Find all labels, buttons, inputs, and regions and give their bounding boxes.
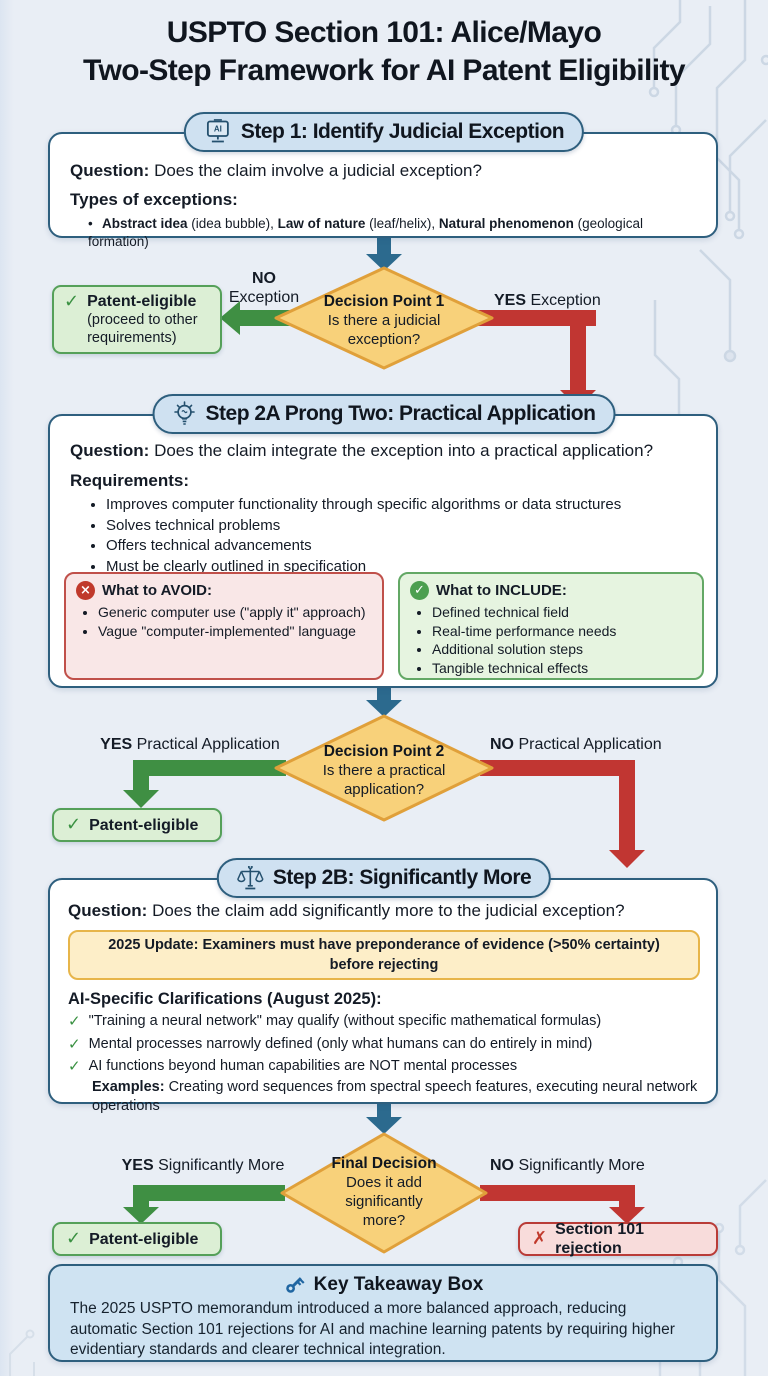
list-item: Solves technical problems: [106, 516, 696, 537]
list-item: Defined technical field: [432, 603, 694, 622]
include-box: ✓ What to INCLUDE: Defined technical fie…: [398, 572, 704, 680]
avoid-list: Generic computer use ("apply it" approac…: [98, 603, 374, 640]
key-icon: [285, 1277, 305, 1293]
bullet-glyph: •: [88, 216, 93, 231]
blue-arrow-step1-to-decision1: [366, 237, 402, 271]
blue-arrow-step2b-to-final: [366, 1103, 402, 1134]
decision1-label: Decision Point 1 Is there a judicial exc…: [323, 293, 445, 348]
check-icon: ✓: [68, 1057, 81, 1075]
clarification-item: ✓ Mental processes narrowly defined (onl…: [68, 1034, 593, 1053]
patent-eligible-box-1: ✓ Patent-eligible (proceed to other requ…: [52, 285, 222, 354]
balance-scale-icon: [237, 865, 264, 889]
final-yes-label: YES Significantly More: [121, 1157, 285, 1174]
clarification-item: ✓ "Training a neural network" may qualif…: [68, 1012, 602, 1030]
circuit-decoration-bottom-left: [9, 1329, 35, 1376]
list-item: Tangible technical effects: [432, 659, 694, 678]
step2b-header: Step 2B: Significantly More: [216, 858, 552, 898]
update-2025-note: 2025 Update: Examiners must have prepond…: [68, 930, 700, 980]
requirements-label: Requirements:: [70, 471, 190, 490]
examples-line: Examples: Creating word sequences from s…: [92, 1078, 698, 1115]
step2a-header: Step 2A Prong Two: Practical Application: [152, 394, 616, 434]
decision1-diamond: [274, 266, 494, 370]
step1-header-label: Step 1: Identify Judicial Exception: [240, 120, 565, 143]
page-title-line2: Two-Step Framework for AI Patent Eligibi…: [82, 54, 686, 87]
cross-circle-icon: ×: [76, 581, 95, 600]
final-decision-label: Final Decision Does it add significantly…: [331, 1155, 437, 1229]
decision2-no-label: NO Practical Application: [490, 736, 662, 753]
check-icon: ✓: [66, 814, 82, 835]
blue-arrow-step2a-to-decision2: [366, 687, 402, 717]
step2a-question: Question: Does the claim integrate the e…: [70, 441, 654, 460]
final-decision-diamond: [280, 1132, 488, 1254]
green-arrow-final-yes: [123, 1185, 285, 1224]
takeaway-title-row: Key Takeaway Box: [50, 1273, 716, 1296]
page-title: USPTO Section 101: Alice/Mayo Two-Step F…: [0, 14, 768, 90]
eligible-title: Patent-eligible: [87, 293, 197, 310]
step2b-panel: Question: Does the claim add significant…: [48, 878, 718, 1114]
step1-types-label: Types of exceptions:: [70, 190, 238, 209]
check-icon: ✓: [68, 1012, 81, 1030]
ai-monitor-icon: AI: [206, 119, 229, 143]
step2b-header-label: Step 2B: Significantly More: [272, 866, 532, 889]
takeaway-title: Key Takeaway Box: [313, 1273, 484, 1295]
exception-types-bullet: •Abstract idea (idea bubble), Law of nat…: [88, 216, 643, 249]
clarification-item: ✓ AI functions beyond human capabilities…: [68, 1057, 518, 1075]
decision2-yes-label: YES Practical Application: [100, 736, 280, 753]
list-item: Real-time performance needs: [432, 622, 694, 641]
eligible-note: (proceed to other requirements): [87, 312, 198, 346]
key-takeaway-box: Key Takeaway Box The 2025 USPTO memorand…: [48, 1264, 718, 1362]
x-mark-icon: ✗: [532, 1228, 548, 1249]
include-list: Defined technical field Real-time perfor…: [432, 603, 694, 677]
check-icon: ✓: [68, 1034, 81, 1053]
decision2-diamond: [274, 714, 494, 822]
section-101-rejection-box: ✗ Section 101 rejection: [518, 1221, 718, 1257]
lightbulb-icon: [174, 400, 195, 425]
list-item: Must be clearly outlined in specificatio…: [106, 557, 696, 578]
avoid-title: What to AVOID:: [102, 582, 212, 599]
takeaway-body: The 2025 USPTO memorandum introduced a m…: [70, 1300, 675, 1358]
step1-question: Question: Does the claim involve a judic…: [70, 161, 482, 180]
green-arrow-decision1-no: [220, 301, 292, 335]
step1-header: AI Step 1: Identify Judicial Exception: [183, 112, 585, 152]
red-arrow-final-no: [480, 1185, 645, 1224]
decision1-yes-label: YES Exception: [494, 292, 601, 309]
list-item: Offers technical advancements: [106, 536, 696, 557]
svg-text:AI: AI: [214, 125, 222, 134]
step2b-question: Question: Does the claim add significant…: [68, 901, 625, 920]
clarifications-label: AI-Specific Clarifications (August 2025)…: [68, 990, 382, 1008]
check-icon: ✓: [64, 291, 80, 312]
decision2-label: Decision Point 2 Is there a practical ap…: [322, 743, 446, 798]
list-item: Vague "computer-implemented" language: [98, 622, 374, 641]
green-arrow-decision2-yes: [123, 760, 286, 808]
avoid-box: × What to AVOID: Generic computer use ("…: [64, 572, 384, 680]
avoid-title-row: × What to AVOID:: [76, 581, 374, 600]
requirements-list: Improves computer functionality through …: [90, 495, 696, 577]
list-item: Generic computer use ("apply it" approac…: [98, 603, 374, 622]
step2a-header-label: Step 2A Prong Two: Practical Application: [205, 402, 596, 425]
step2a-panel: Question: Does the claim integrate the e…: [48, 414, 718, 688]
patent-eligible-box-3: ✓ Patent-eligible: [52, 1222, 222, 1256]
red-arrow-decision2-no: [480, 760, 645, 868]
list-item: Additional solution steps: [432, 640, 694, 659]
list-item: Improves computer functionality through …: [106, 495, 696, 516]
patent-eligible-box-2: ✓ Patent-eligible: [52, 808, 222, 842]
check-icon: ✓: [66, 1228, 82, 1249]
final-no-label: NO Significantly More: [490, 1157, 645, 1174]
check-circle-icon: ✓: [410, 581, 429, 600]
include-title: What to INCLUDE:: [436, 582, 567, 599]
include-title-row: ✓ What to INCLUDE:: [410, 581, 694, 600]
decision1-no-label: NO Exception: [228, 270, 300, 306]
page-title-line1: USPTO Section 101: Alice/Mayo: [166, 16, 602, 49]
